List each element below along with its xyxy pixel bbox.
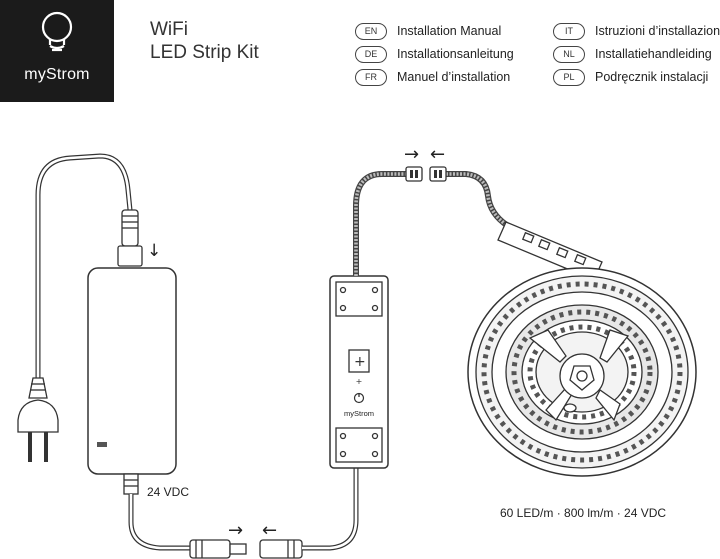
arrow-right-icon: → (404, 144, 419, 165)
language-nl: NL Installatiehandleiding (553, 44, 712, 64)
led-strip-reel (467, 267, 697, 477)
brand-logo: myStrom (0, 0, 114, 102)
title-line-1: WiFi (150, 19, 188, 40)
arrow-left-icon: ← (430, 144, 445, 165)
language-pl: PL Podręcznik instalacji (553, 67, 708, 87)
lightbulb-icon (41, 11, 73, 52)
title-line-2: LED Strip Kit (150, 42, 259, 63)
language-en: EN Installation Manual (355, 21, 501, 41)
led-strip-lead (497, 221, 603, 281)
language-code-badge: FR (355, 68, 387, 86)
language-label: Istruzioni d’installazione (595, 24, 720, 38)
led-strip-spec-label: 60 LED/m · 800 lm/m · 24 VDC (500, 506, 667, 520)
language-code-badge: PL (553, 68, 585, 86)
power-plug (17, 377, 59, 462)
arrow-down-icon: ↓ (147, 241, 161, 261)
arrow-left-icon: ← (262, 520, 277, 541)
language-code-badge: NL (553, 45, 585, 63)
strip-connector-pair (405, 166, 447, 182)
power-supply-voltage-label: 24 VDC (147, 485, 190, 499)
language-fr: FR Manuel d’installation (355, 67, 510, 87)
controller-led-mark: + (356, 377, 363, 386)
language-label: Manuel d’installation (397, 70, 511, 84)
language-it: IT Istruzioni d’installazione (553, 21, 720, 41)
controller-input-cable (302, 468, 359, 551)
mains-cable (35, 153, 133, 378)
language-label: Installationsanleitung (397, 47, 514, 61)
wifi-controller (329, 275, 389, 469)
power-supply (87, 267, 177, 475)
language-code-badge: EN (355, 22, 387, 40)
language-label: Podręcznik instalacji (595, 70, 709, 84)
arrow-right-icon: → (228, 520, 243, 541)
language-code-badge: IT (553, 22, 585, 40)
controller-brand: myStrom (344, 409, 374, 418)
barrel-connector-pair (189, 539, 303, 559)
ac-connector (117, 209, 143, 267)
dc-output-cable (123, 473, 190, 551)
controller-plus-symbol: + (354, 354, 366, 370)
language-label: Installation Manual (397, 24, 502, 38)
brand-name: myStrom (24, 66, 90, 83)
page-title: WiFi LED Strip Kit (150, 18, 259, 64)
language-de: DE Installationsanleitung (355, 44, 514, 64)
language-label: Installatiehandleiding (595, 47, 712, 61)
strip-feed-cable (353, 171, 510, 276)
language-code-badge: DE (355, 45, 387, 63)
